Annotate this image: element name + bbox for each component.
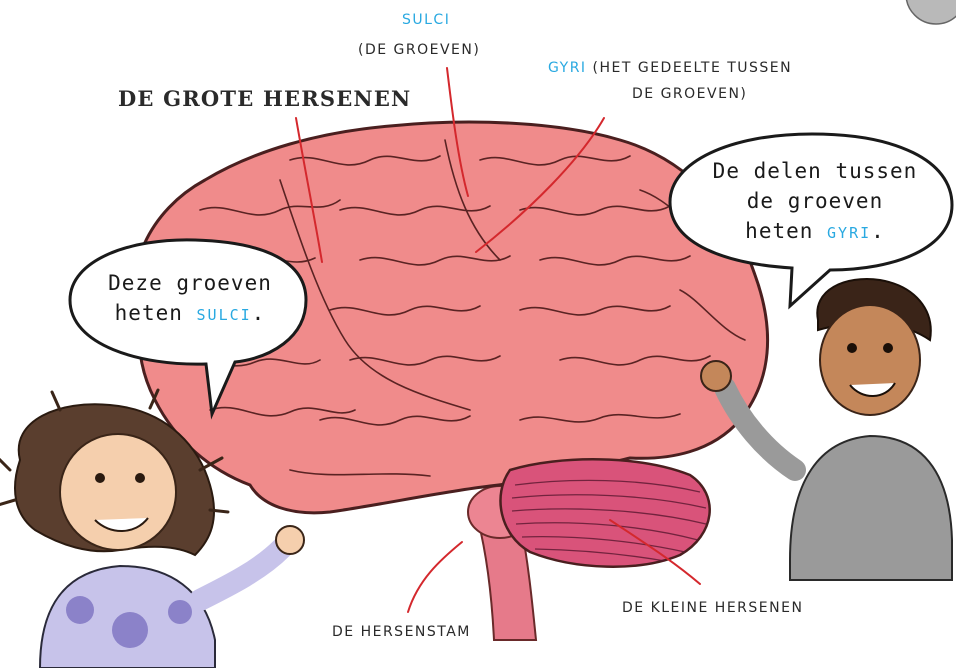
corner-decoration: [906, 0, 956, 24]
speech-left-term: SULCI: [197, 306, 252, 324]
boy-face: [820, 305, 920, 415]
speech-left-line2-suffix: .: [252, 301, 266, 325]
label-gyri-desc-2: DE GROEVEN): [632, 86, 747, 102]
boy-hand: [701, 361, 731, 391]
label-hersenstam: DE HERSENSTAM: [332, 624, 471, 640]
label-sulci: SULCI: [402, 12, 450, 28]
speech-right-line2: de groeven: [690, 186, 940, 216]
label-kleine-hersenen: DE KLEINE HERSENEN: [622, 600, 803, 616]
speech-text-right: De delen tussen de groeven heten GYRI.: [690, 156, 940, 248]
label-gyri-desc-1: (HET GEDEELTE TUSSEN: [593, 60, 793, 76]
label-gyri: GYRI (HET GEDEELTE TUSSEN: [548, 60, 792, 76]
speech-right-term: GYRI: [827, 224, 871, 242]
girl-face: [60, 434, 176, 550]
speech-right-line1: De delen tussen: [690, 156, 940, 186]
label-grote-hersenen: DE GROTE HERSENEN: [118, 86, 411, 111]
speech-right-line3-prefix: heten: [745, 219, 827, 243]
speech-text-left: Deze groeven heten SULCI.: [78, 268, 302, 330]
speech-right-line3: heten GYRI.: [690, 216, 940, 248]
boy-arm: [725, 388, 795, 470]
label-gyri-term: GYRI: [548, 60, 587, 76]
girl-hand: [276, 526, 304, 554]
boy-body: [790, 436, 952, 580]
speech-right-line3-suffix: .: [871, 219, 885, 243]
label-sulci-term: SULCI: [402, 12, 450, 28]
speech-left-line2-prefix: heten: [115, 301, 197, 325]
speech-left-line1: Deze groeven: [78, 268, 302, 298]
speech-left-line2: heten SULCI.: [78, 298, 302, 330]
label-sulci-desc: (DE GROEVEN): [358, 42, 480, 58]
girl-arm: [200, 548, 282, 600]
pointer-hersenstam: [408, 542, 462, 612]
